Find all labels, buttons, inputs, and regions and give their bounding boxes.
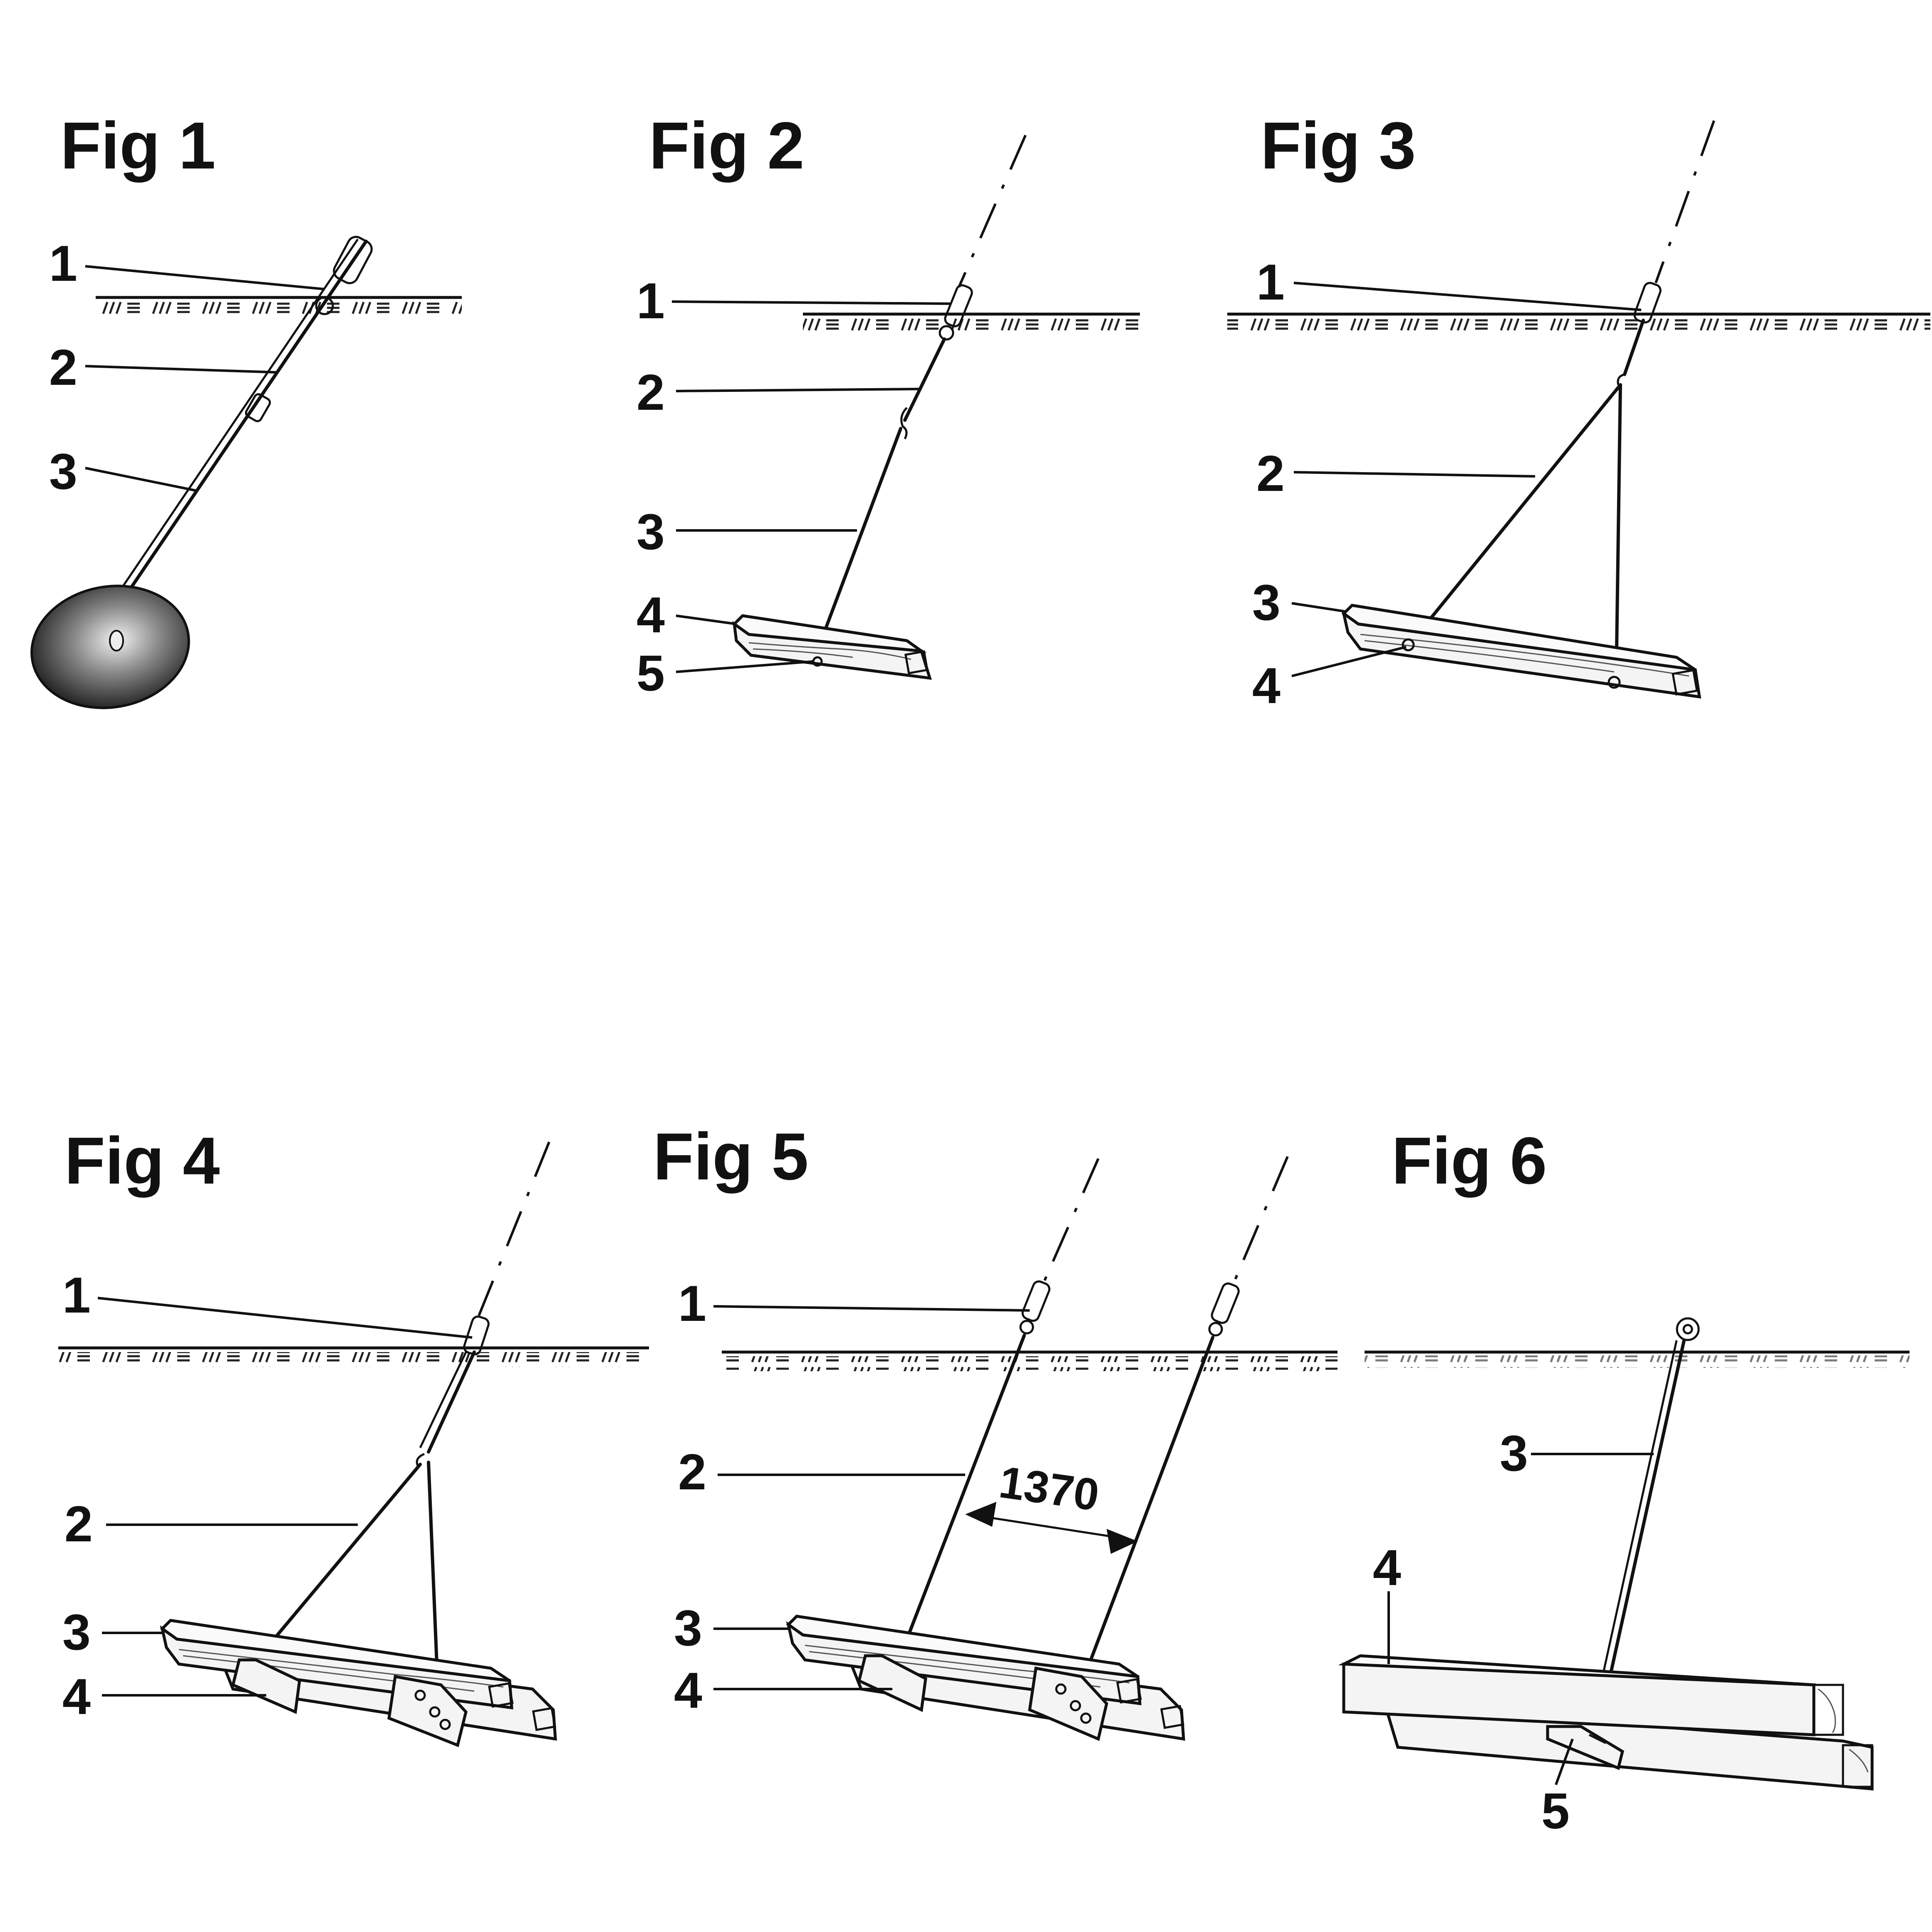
timber-deadman	[732, 621, 932, 680]
dimension-arrow-right	[1107, 1529, 1138, 1554]
fig6-callout-5: 5	[1541, 1783, 1570, 1839]
anchor-plate	[30, 585, 190, 709]
fig2-callout-2: 2	[637, 364, 665, 421]
fig2-callout-3: 3	[637, 503, 665, 560]
figure-6-title: Fig 6	[1392, 1123, 1547, 1198]
cable-fitting	[1633, 282, 1662, 324]
anchor-rod	[1623, 319, 1645, 376]
anchor-rod	[427, 1350, 476, 1454]
clamp-plate-left	[231, 1658, 301, 1714]
fig5-callout-2: 2	[678, 1444, 706, 1500]
fig2-callout-1: 1	[637, 272, 665, 329]
figure-2: Fig 2 1 2 3 4 5	[637, 108, 1140, 701]
clamp-plate	[1546, 1725, 1625, 1770]
timber-deadman	[1341, 610, 1702, 699]
cable-upper	[903, 337, 946, 422]
figure-1: Fig 1 1 2 3	[30, 108, 462, 709]
anchor-rod	[1608, 1339, 1686, 1678]
fig3-callout-1: 1	[1256, 254, 1285, 310]
cable-fitting-left	[1021, 1280, 1050, 1322]
bridle-right	[427, 1461, 438, 1666]
fig2-callout-4: 4	[637, 587, 665, 643]
figure-5: Fig 5 1370 1 2 3	[653, 1119, 1338, 1741]
fig3-callout-4: 4	[1252, 657, 1281, 714]
cable-fitting	[944, 284, 973, 327]
figure-6: Fig 6 3 4 5	[1338, 1123, 1910, 1839]
fig6-callout-4: 4	[1373, 1539, 1401, 1596]
bridle-right	[1615, 383, 1622, 680]
bridle-left	[269, 1463, 422, 1645]
fig4-callout-3: 3	[62, 1604, 91, 1660]
shackle	[333, 235, 373, 285]
fig4-callout-4: 4	[62, 1668, 91, 1725]
figure-2-title: Fig 2	[649, 108, 804, 183]
fig1-callout-2: 2	[49, 339, 77, 396]
cable-left	[905, 1334, 1026, 1641]
dimension-label: 1370	[996, 1456, 1102, 1520]
fig1-callout-3: 3	[49, 443, 77, 500]
fig3-callout-2: 2	[1256, 445, 1285, 502]
cable-right	[1088, 1336, 1214, 1664]
clamp-plate-left	[857, 1654, 927, 1712]
dimension-arrow-left	[965, 1502, 996, 1527]
cable-fitting-right	[1211, 1282, 1240, 1324]
figure-1-title: Fig 1	[60, 108, 215, 183]
figure-3: Fig 3 1 2 3 4	[1227, 108, 1930, 714]
figure-4: Fig 4 1 2 3 4	[58, 1123, 649, 1747]
cable-lower	[824, 427, 902, 630]
fig4-callout-2: 2	[64, 1496, 93, 1552]
coupling	[245, 393, 271, 422]
fig3-callout-3: 3	[1252, 574, 1281, 631]
fig5-callout-4: 4	[674, 1662, 702, 1719]
rod-eye	[1676, 1317, 1700, 1341]
cable-fitting	[463, 1315, 490, 1355]
fig6-callout-3: 3	[1500, 1425, 1528, 1481]
fig4-callout-1: 1	[62, 1267, 91, 1323]
fig1-callout-1: 1	[49, 235, 77, 292]
figure-4-title: Fig 4	[64, 1123, 220, 1198]
bridle-left	[1429, 383, 1622, 619]
fig5-callout-1: 1	[678, 1275, 706, 1332]
figure-3-title: Fig 3	[1261, 108, 1416, 183]
clamp-plate-right	[1028, 1666, 1108, 1741]
fig5-callout-3: 3	[674, 1600, 702, 1656]
figure-5-title: Fig 5	[653, 1119, 808, 1194]
fig2-callout-5: 5	[637, 645, 665, 701]
